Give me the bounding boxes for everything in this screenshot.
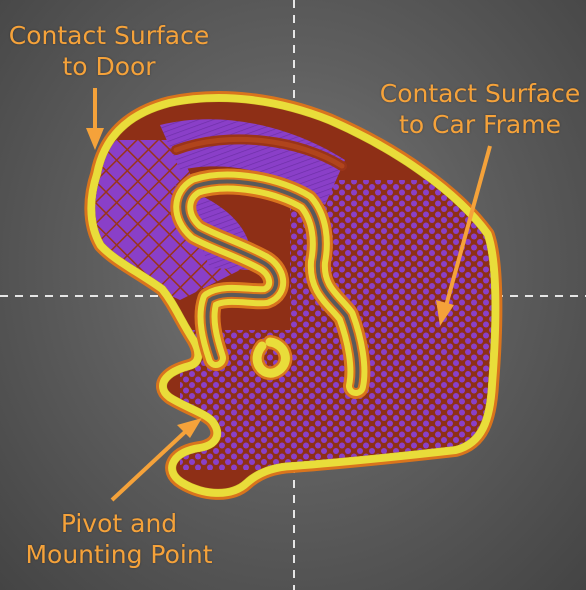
arrow-pivot [110,418,202,502]
label-pivot-line1: Pivot and [60,509,178,538]
label-contact-door-line1: Contact Surface [8,21,210,50]
label-contact-frame: Contact Surface to Car Frame [378,78,582,140]
label-contact-frame-line2: to Car Frame [399,110,561,139]
label-contact-door: Contact Surface to Door [6,20,212,82]
label-pivot-mounting: Pivot and Mounting Point [14,508,224,570]
label-pivot-line2: Mounting Point [25,540,213,569]
arrow-frame [436,145,492,326]
label-contact-frame-line1: Contact Surface [379,79,581,108]
arrow-door [86,88,104,150]
label-contact-door-line2: to Door [62,52,156,81]
annotation-arrows [86,88,492,502]
